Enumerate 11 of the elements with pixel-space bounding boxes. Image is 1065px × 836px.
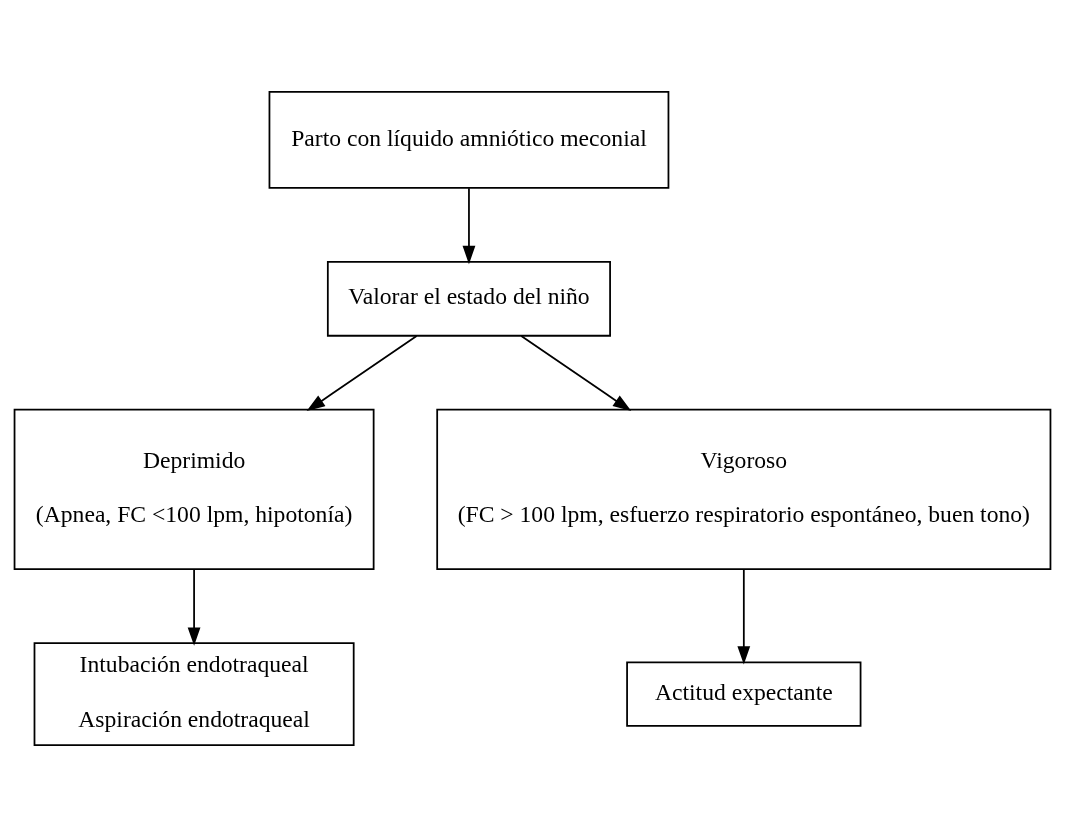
- node-box: Intubación endotraqueal Aspiración endotraqueal: [33, 641, 355, 746]
- arrow: [306, 334, 418, 411]
- node-box: Deprimido (Apnea, FC <100 lpm, hipotonía): [13, 408, 375, 570]
- arrow: [737, 568, 751, 665]
- node-box: Parto con líquido amniótico meconial: [268, 90, 670, 189]
- arrow: [187, 568, 201, 646]
- node-box: Vigoroso (FC > 100 lpm, esfuerzo respiratorio espontáneo, buen tono): [436, 408, 1052, 570]
- arrow: [520, 334, 632, 411]
- arrow: [462, 186, 476, 264]
- node-box: Valorar el estado del niño: [326, 260, 611, 337]
- node-box: Actitud expectante: [626, 660, 862, 727]
